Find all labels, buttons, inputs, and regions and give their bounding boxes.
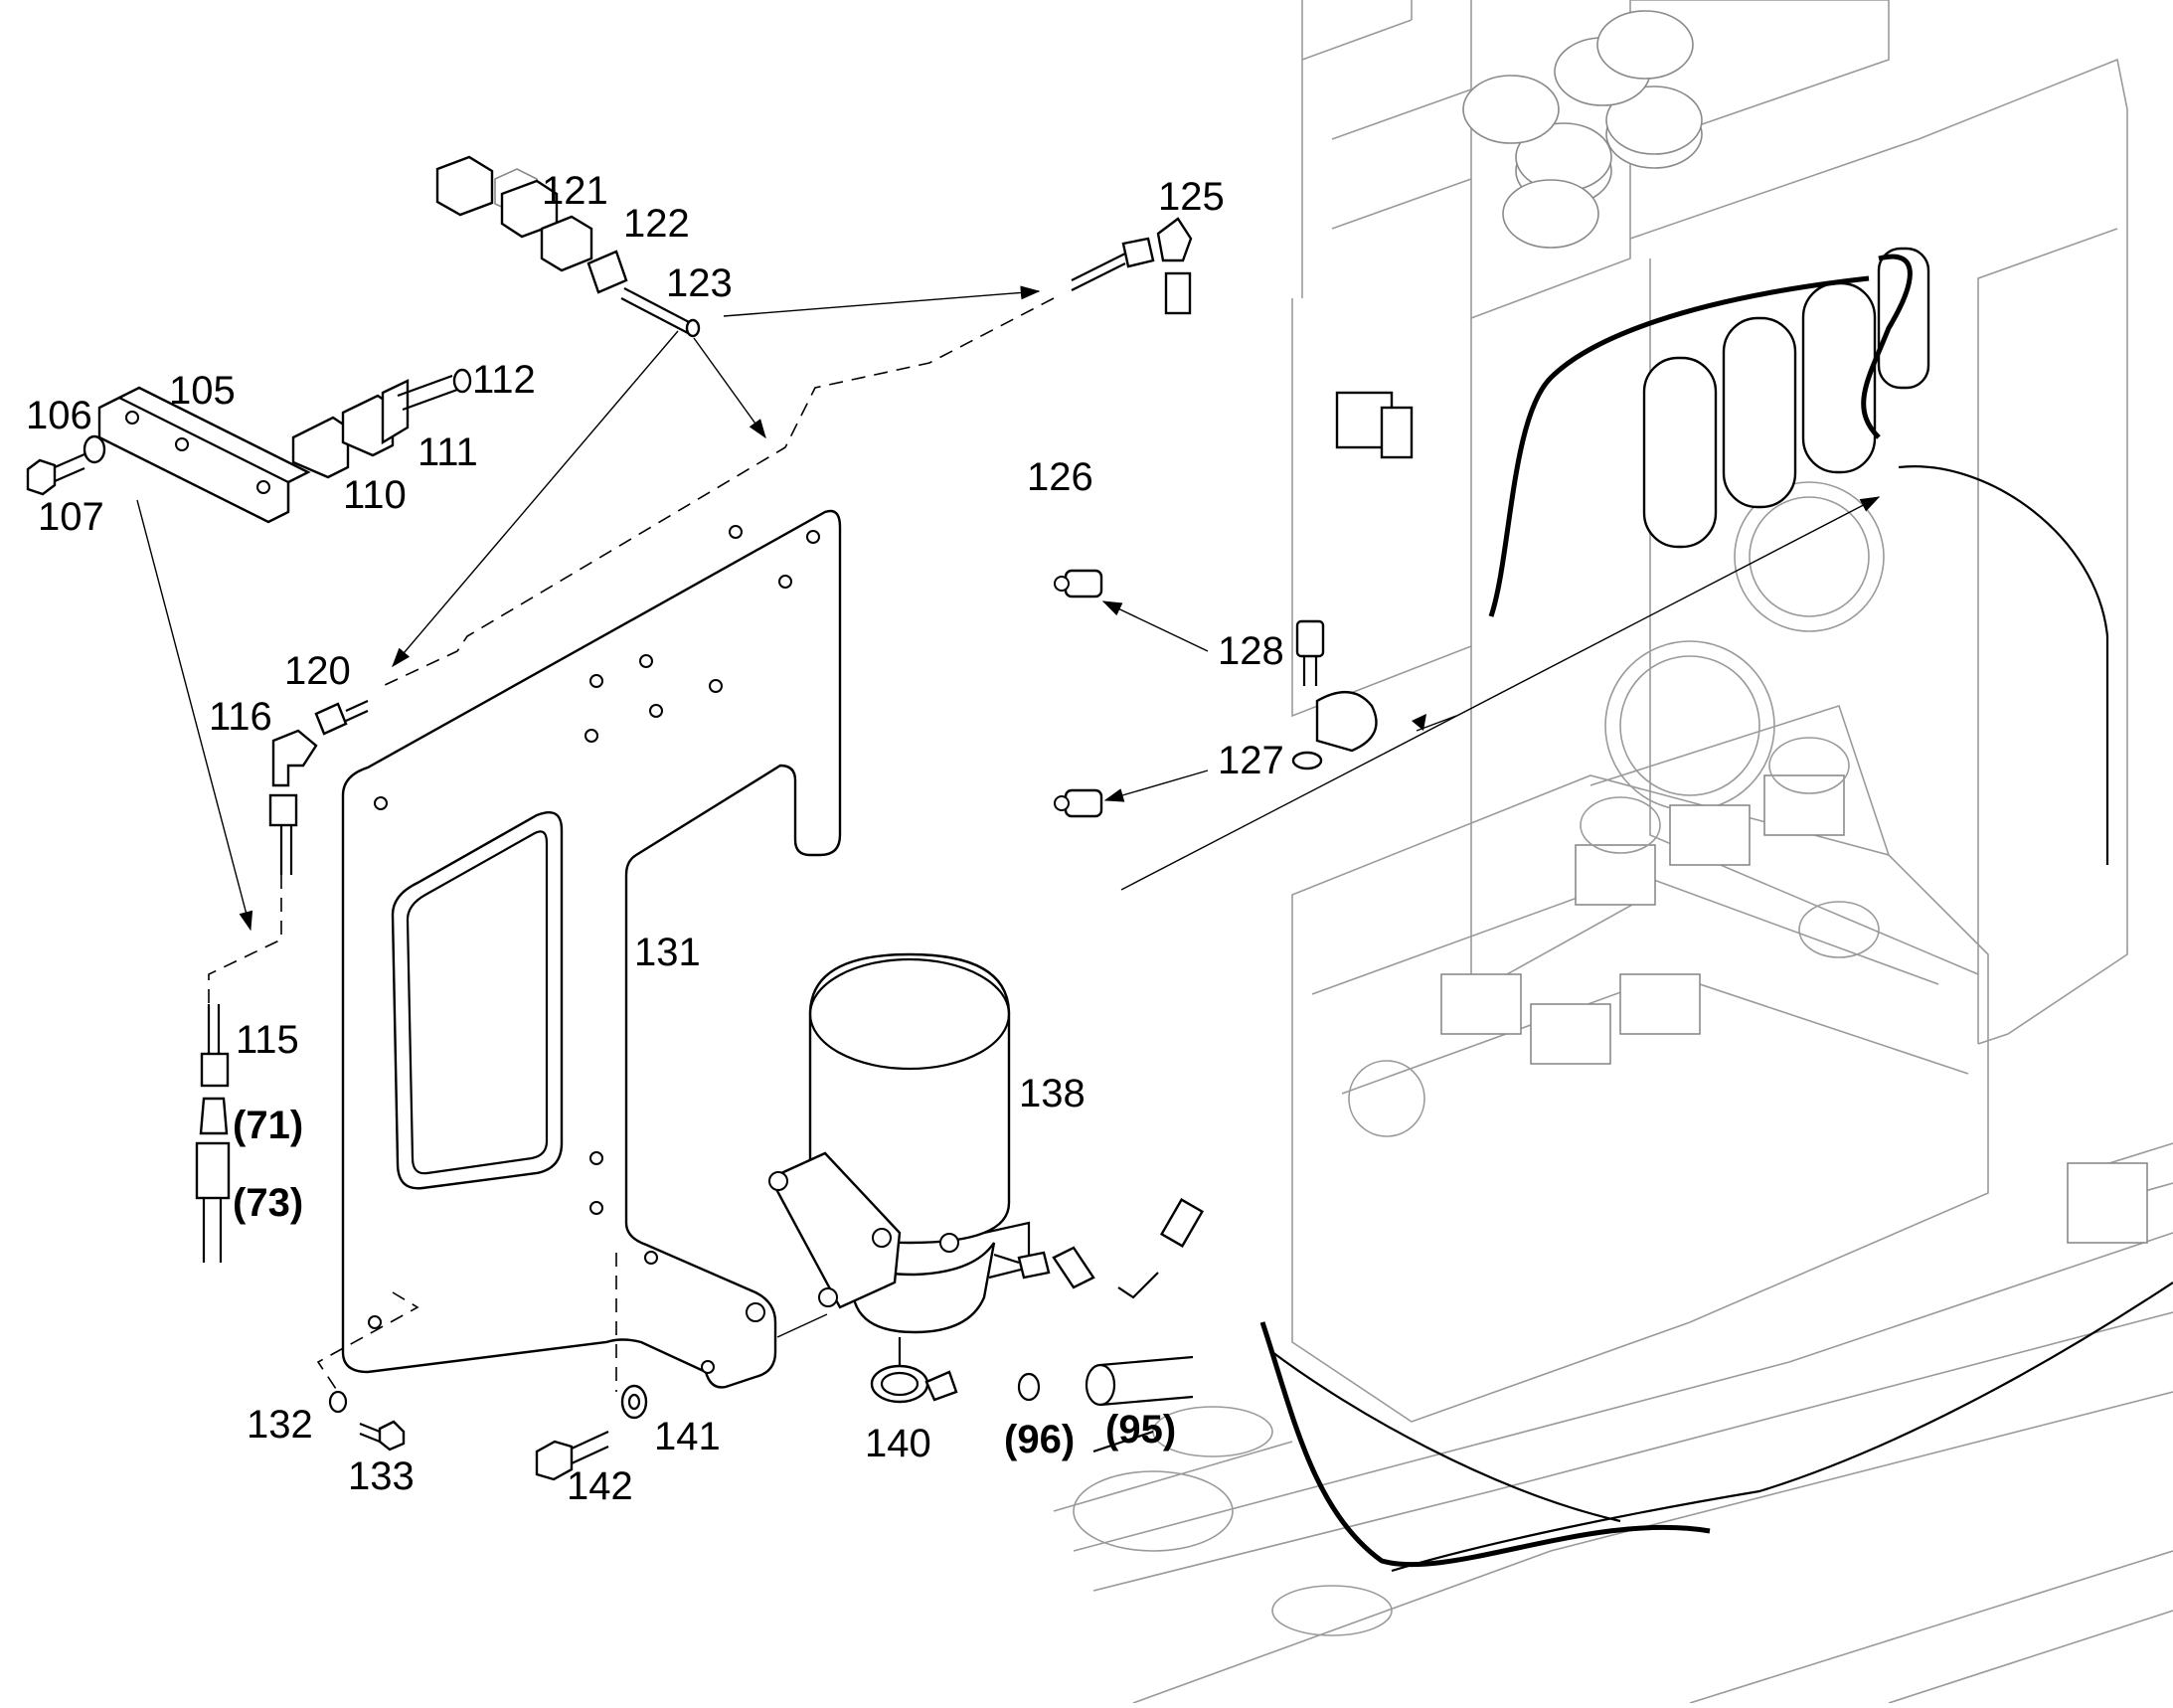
callout-115: 115	[236, 1018, 299, 1062]
reference-96: (96)	[1004, 1418, 1076, 1461]
callout-126: 126	[1027, 455, 1093, 499]
callout-133: 133	[348, 1454, 415, 1498]
callout-141: 141	[654, 1415, 721, 1458]
screw-123	[620, 287, 701, 338]
callout-111: 111	[418, 430, 478, 474]
plate-122	[586, 250, 628, 294]
mounting-panel-131	[341, 509, 842, 1389]
hose-126	[993, 271, 1205, 1299]
washer-141	[620, 1384, 648, 1420]
callout-105: 105	[169, 369, 236, 413]
clamp-half-110	[291, 394, 395, 479]
callout-140: 140	[865, 1422, 931, 1465]
washer-132	[328, 1390, 348, 1414]
callout-112: 112	[472, 358, 536, 402]
callout-107: 107	[38, 495, 104, 539]
hose-73	[195, 1141, 231, 1263]
reference-73: (73)	[233, 1181, 304, 1225]
screw-128	[1295, 619, 1325, 686]
elbow-125	[1071, 217, 1193, 291]
hose-95	[1085, 1355, 1194, 1407]
washer-106	[83, 434, 106, 464]
washer-96	[1017, 1372, 1041, 1402]
callout-127: 127	[1218, 739, 1284, 782]
callout-110: 110	[343, 473, 407, 517]
cover-plate-111	[381, 379, 410, 445]
machine-assembly	[1053, 0, 2173, 1704]
callout-106: 106	[26, 394, 92, 437]
bolt-142	[535, 1431, 609, 1481]
callout-116: 116	[209, 695, 272, 739]
reference-71: (71)	[233, 1104, 304, 1147]
callout-122: 122	[623, 202, 690, 246]
leader-lines	[136, 285, 1881, 1393]
callout-128: 128	[1218, 629, 1284, 673]
elbow-116	[268, 729, 318, 875]
callout-142: 142	[567, 1464, 633, 1508]
screw-112	[397, 368, 472, 412]
callout-138: 138	[1019, 1072, 1086, 1115]
bracket-105	[97, 386, 311, 524]
clamp-block-121	[435, 155, 593, 272]
callout-120: 120	[284, 649, 351, 693]
screw-133	[359, 1420, 406, 1452]
fitting-71	[199, 1097, 229, 1135]
clamp-127	[1054, 569, 1378, 818]
callout-123: 123	[666, 261, 733, 305]
pipe-115	[200, 1004, 230, 1088]
bolt-107	[26, 452, 85, 496]
air-dryer-138	[768, 952, 1031, 1334]
fitting-120	[314, 699, 369, 736]
reference-95: (95)	[1105, 1408, 1177, 1452]
callout-131: 131	[634, 931, 701, 974]
callout-132: 132	[247, 1403, 313, 1447]
callout-121: 121	[542, 169, 608, 213]
callout-125: 125	[1158, 175, 1225, 219]
drain-valve-140	[870, 1337, 958, 1404]
